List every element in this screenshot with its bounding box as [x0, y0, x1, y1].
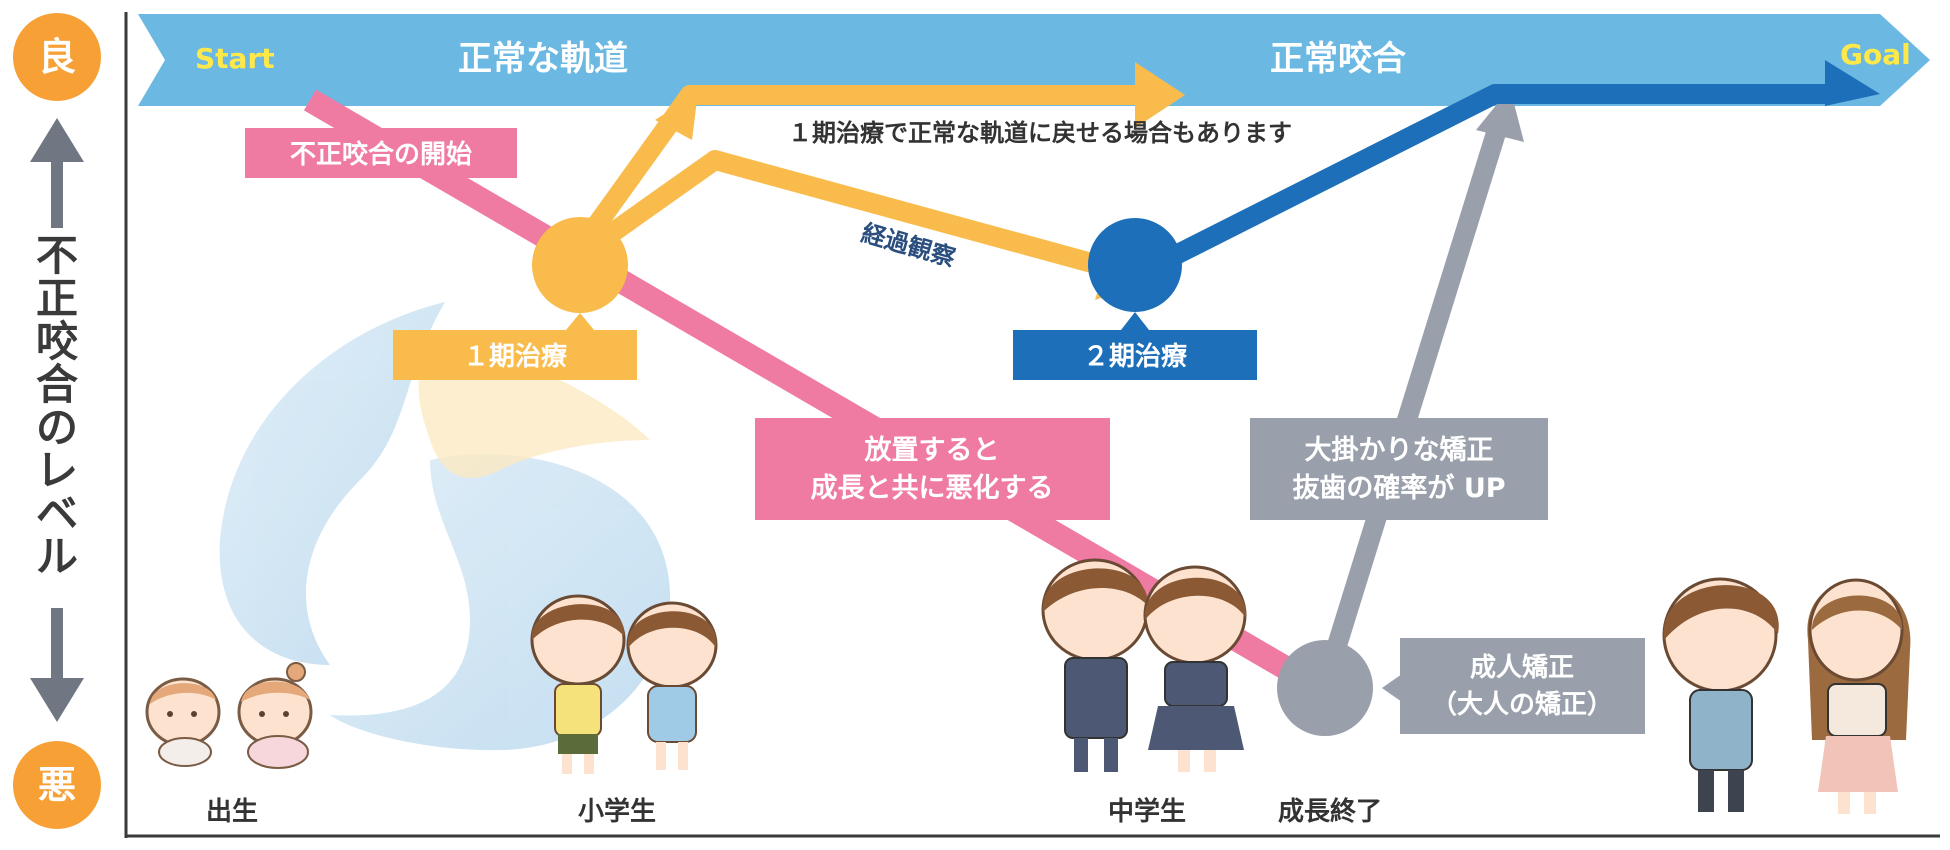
elementary-kids-illustration [530, 594, 718, 774]
normal-occlusion-label: 正常咬合 [1270, 39, 1406, 79]
level-label-char: レ [36, 446, 78, 495]
normal-trajectory-band [138, 14, 1930, 106]
onset-label-box [245, 128, 517, 178]
neglect-warning-box [755, 418, 1110, 520]
first-treatment-note: １期治療で正常な軌道に戻せる場合もあります [788, 119, 1292, 147]
adult-treatment-line [1320, 117, 1510, 671]
adult-treatment-line2: （大人の矯正） [1431, 690, 1613, 720]
level-label-char: ル [36, 532, 78, 581]
good-label: 良 [38, 35, 76, 79]
adult-treatment-label-pointer [1382, 674, 1402, 702]
goal-label: Goal [1840, 38, 1911, 71]
first-treatment-label-pointer [566, 313, 594, 330]
good-badge [13, 13, 101, 101]
second-treatment-label-box [1013, 330, 1257, 380]
adult-treatment-line1: 成人矯正 [1470, 653, 1574, 683]
level-label-char: ベ [36, 489, 78, 538]
second-treatment-node [1088, 218, 1182, 312]
neglect-warning-line2: 成長と共に悪化する [811, 473, 1054, 504]
first-treatment-label: １期治療 [463, 342, 568, 372]
level-arrow [30, 118, 84, 722]
first-treatment-node [532, 217, 628, 313]
adult-treatment-box [1400, 638, 1645, 734]
bad-badge [13, 741, 101, 829]
start-label: Start [195, 42, 275, 75]
second-treatment-to-goal-line [1145, 84, 1830, 277]
malocclusion-level-label: 不 正 咬 合 の レ ベ ル [36, 231, 78, 581]
second-treatment-label: ２期治療 [1083, 342, 1188, 372]
stage-junior-high-label: 中学生 [1108, 796, 1186, 827]
level-label-char: 合 [36, 360, 78, 409]
return-to-normal-branch-arrowhead [655, 92, 698, 140]
goal-arrowhead [1825, 60, 1880, 106]
normal-trajectory-label: 正常な軌道 [458, 39, 628, 79]
second-treatment-label-pointer [1121, 312, 1149, 330]
observation-arrow [589, 150, 1113, 278]
return-to-normal-arrow [566, 85, 1150, 261]
major-treatment-box [1250, 418, 1548, 520]
adults-illustration [1662, 577, 1911, 814]
growth-end-node [1277, 640, 1373, 736]
major-treatment-line2: 抜歯の確率が UP [1292, 472, 1505, 504]
return-to-normal-arrowhead [1135, 62, 1185, 128]
bad-label: 悪 [38, 763, 76, 807]
level-label-char: 咬 [36, 317, 78, 366]
level-label-char: の [36, 403, 78, 452]
stage-elementary-label: 小学生 [578, 796, 656, 827]
level-label-char: 不 [36, 231, 78, 280]
onset-label: 不正咬合の開始 [290, 139, 472, 170]
stage-growth-end-label: 成長終了 [1278, 796, 1382, 827]
first-treatment-label-box [393, 330, 637, 380]
babies-illustration [145, 662, 313, 769]
stage-birth-label: 出生 [206, 797, 258, 827]
major-treatment-line1: 大掛かりな矯正 [1305, 435, 1494, 466]
junior-high-students-illustration [1041, 558, 1247, 772]
neglect-warning-line1: 放置すると [864, 434, 1000, 466]
level-label-char: 正 [36, 274, 78, 323]
